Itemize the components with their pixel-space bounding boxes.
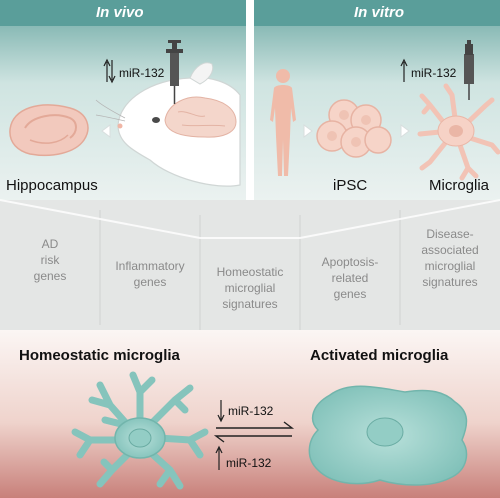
mir-down-label: miR-132 — [228, 404, 274, 418]
mouse-illustration — [95, 62, 241, 187]
homeostatic-microglia-illustration — [71, 371, 209, 490]
gene-text: signatures — [222, 297, 278, 311]
arrow-to-hippocampus — [101, 124, 111, 138]
gene-text: genes — [333, 287, 367, 301]
microglia-nucleus — [449, 125, 463, 137]
gene-text: Homeostatic — [216, 265, 284, 279]
gene-text: genes — [33, 269, 67, 283]
arrow-to-ipsc — [303, 124, 313, 138]
down-arrow-icon — [217, 400, 225, 423]
in-vivo-title: In vivo — [96, 4, 144, 21]
microglia-label: Microglia — [429, 177, 490, 194]
gene-text: genes — [133, 275, 167, 289]
gene-text: microglial — [224, 281, 276, 295]
ipsc-illustration — [316, 99, 392, 158]
gene-category-ad-risk: AD risk genes — [0, 236, 100, 284]
up-arrow-bottom-icon — [215, 445, 223, 470]
in-vivo-mir-label: miR-132 — [119, 66, 165, 80]
gene-text: microglial — [424, 259, 476, 273]
gene-category-homeostatic: Homeostatic microglial signatures — [200, 264, 300, 312]
gene-text: Apoptosis- — [321, 255, 379, 269]
gene-text: risk — [40, 253, 60, 267]
gene-text: associated — [421, 243, 479, 257]
arrow-to-microglia — [400, 124, 410, 138]
gene-category-apoptosis: Apoptosis- related genes — [300, 254, 400, 302]
homeostatic-microglia-label: Homeostatic microglia — [19, 347, 180, 364]
gene-band — [0, 200, 500, 330]
up-down-arrow-icon — [103, 58, 116, 84]
microglia-illustration — [417, 83, 500, 181]
equilibrium-arrows-icon — [213, 421, 295, 443]
gene-text: signatures — [422, 275, 478, 289]
gene-text: related — [331, 271, 369, 285]
gene-category-disease-associated: Disease- associated microglial signature… — [400, 226, 500, 290]
syringe-icon — [166, 40, 183, 104]
funnel-edge — [0, 199, 500, 239]
gene-text: Disease- — [426, 227, 474, 241]
up-arrow-icon — [400, 58, 408, 82]
hippocampus-illustration — [9, 104, 89, 157]
mir-up-label: miR-132 — [226, 456, 272, 470]
in-vitro-title: In vitro — [354, 4, 405, 21]
gene-text: Inflammatory — [115, 259, 185, 273]
in-vitro-mir-label: miR-132 — [411, 66, 457, 80]
gene-category-inflammatory: Inflammatory genes — [100, 258, 200, 290]
ipsc-label: iPSC — [333, 177, 368, 194]
activated-microglia-illustration — [308, 385, 468, 486]
pipette-icon — [464, 40, 474, 100]
human-figure-illustration — [270, 69, 296, 176]
gene-text: AD — [41, 237, 59, 251]
hippocampus-label: Hippocampus — [6, 177, 98, 194]
activated-microglia-label: Activated microglia — [310, 347, 449, 364]
